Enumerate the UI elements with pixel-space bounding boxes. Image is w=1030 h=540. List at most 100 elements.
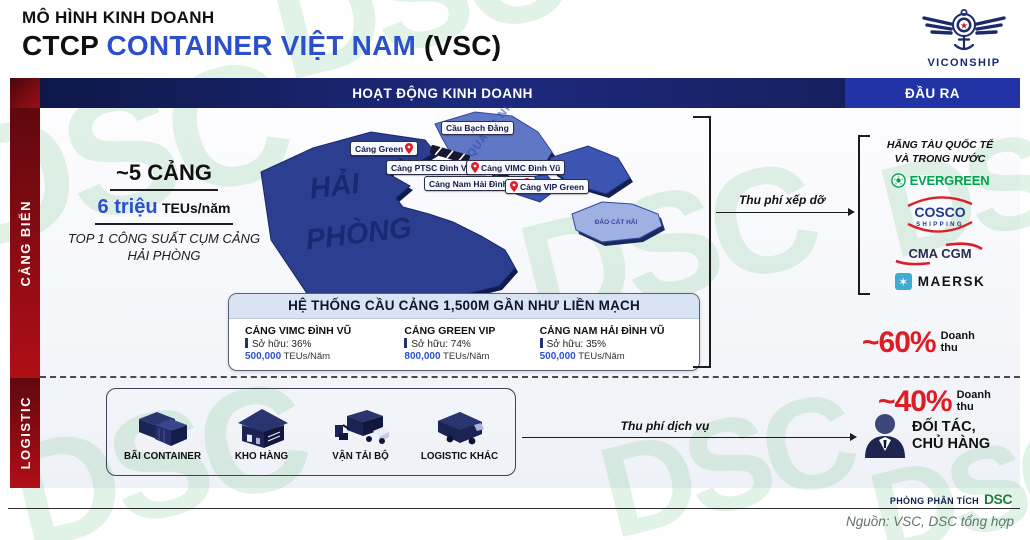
vip-green-label-text: Cảng VIP Green [520, 181, 585, 192]
seaport-stats: ~5 CẢNG 6 triệu TEUs/năm TOP 1 CÔNG SUẤT… [55, 160, 273, 265]
footer-department: PHÒNG PHÂN TÍCH DSC [889, 491, 1013, 507]
stat-capacity-value: 6 triệu [97, 196, 158, 218]
section-band-seaport: CẢNG BIỂN [10, 108, 40, 378]
title-suffix: (VSC) [416, 30, 502, 61]
maersk-logo: ✶ MAERSK [894, 273, 986, 291]
stat-ports: ~5 CẢNG [110, 160, 218, 191]
partner-line1: ĐỐI TÁC, [912, 419, 976, 435]
capacity-unit: TEUs/Năm [575, 351, 625, 362]
map-label-vimc: Cảng VIMC Đình Vũ [466, 160, 566, 175]
port-card-namhai: CẢNG NAM HẢI ĐÌNH VŨ Sở hữu: 35% 500,000… [539, 325, 689, 362]
footer-dept-text: PHÒNG PHÂN TÍCH [889, 496, 979, 506]
header-red-block [10, 78, 40, 108]
map-pin-icon [405, 143, 414, 154]
ownership-text: Sở hữu: 74% [411, 339, 471, 350]
evergreen-emblem-icon [890, 173, 906, 189]
port-capacity: 500,000 TEUs/Năm [540, 351, 689, 362]
port-capacity: 800,000 TEUs/Năm [404, 351, 539, 362]
logistics-band-label: LOGISTIC [17, 396, 33, 470]
customers-title-line2: VÀ TRONG NƯỚC [894, 152, 986, 165]
ownership-text: Sở hữu: 36% [252, 339, 312, 350]
haiphong-map: ĐẢO CÁT HẢI HẢI PHÒNG QUẢNG NINH [260, 106, 665, 304]
berth-box-body: CẢNG VIMC ĐÌNH VŨ Sở hữu: 36% 500,000 TE… [229, 319, 699, 370]
logistics-share-value: ~40% [878, 385, 953, 418]
cosco-logo-text: COSCO [914, 204, 965, 220]
dsc-logo: DSC [983, 491, 1013, 507]
container-yard-icon [138, 411, 187, 446]
partner-line2: CHỦ HÀNG [912, 436, 991, 453]
map-island-label: ĐẢO CÁT HẢI [595, 217, 638, 226]
port-name: CẢNG VIMC ĐÌNH VŨ [245, 325, 352, 337]
section-divider [40, 376, 1020, 378]
logistics-fee-arrowhead [850, 433, 857, 441]
port-ownership: Sở hữu: 74% [404, 338, 539, 350]
port-card-vimc: CẢNG VIMC ĐÌNH VŨ Sở hữu: 36% 500,000 TE… [245, 325, 404, 362]
footer-source: Nguồn: VSC, DSC tổng hợp [846, 514, 1014, 529]
title-prefix: CTCP [22, 30, 107, 61]
warehouse-icon [237, 408, 288, 448]
share-note-line2: thu [956, 400, 974, 413]
section-band-logistics: LOGISTIC [10, 378, 40, 488]
header-bar: HOẠT ĐỘNG KINH DOANH ĐẦU RA [10, 78, 1020, 108]
map-pin-icon [510, 181, 518, 192]
evergreen-logo: EVERGREEN [890, 173, 990, 189]
capacity-value: 800,000 [404, 351, 441, 362]
stat-capacity-unit: TEUs/năm [162, 200, 231, 216]
customers-bracket [858, 135, 870, 295]
ownership-bar [404, 338, 408, 348]
map-region-haiphong-line1: HẢI [308, 166, 363, 206]
logistics-fee-arrow [522, 437, 850, 438]
partner-avatar-icon [865, 414, 905, 458]
namhai-label-text: Cảng Nam Hải Đình Vũ [429, 178, 522, 189]
logistics-item-label: LOGISTIC KHÁC [420, 450, 499, 462]
slide-title: CTCP CONTAINER VIỆT NAM (VSC) [22, 30, 501, 62]
port-name: CẢNG NAM HẢI ĐÌNH VŨ [539, 325, 665, 337]
footer-rule [8, 508, 1020, 509]
cma-cgm-logo: CMA CGM [895, 242, 983, 266]
svg-text:★: ★ [960, 21, 968, 31]
port-name: CẢNG GREEN VIP [404, 325, 496, 337]
maersk-star-icon: ✶ [894, 273, 912, 291]
seaport-band-label: CẢNG BIỂN [17, 199, 33, 287]
port-card-green-vip: CẢNG GREEN VIP Sở hữu: 74% 800,000 TEUs/… [404, 325, 539, 362]
van-icon [437, 411, 484, 444]
logistics-item-other: LOGISTIC KHÁC [412, 403, 508, 462]
port-ownership: Sở hữu: 36% [245, 338, 404, 350]
stat-capacity: 6 triệu TEUs/năm [94, 196, 234, 225]
title-block: MÔ HÌNH KINH DOANH CTCP CONTAINER VIỆT N… [22, 8, 501, 62]
capacity-value: 500,000 [245, 351, 282, 362]
logistics-item-label: VẬN TẢI BỘ [332, 450, 389, 462]
share-note-line2: thu [940, 341, 958, 354]
seaport-bracket [693, 116, 711, 368]
ptsc-label-text: Cảng PTSC Đình Vũ [391, 162, 472, 173]
map-label-cang-green: Cảng Green [350, 141, 419, 156]
header-output: ĐẦU RA [845, 78, 1020, 108]
viconship-logo: ★ VICONSHIP [912, 6, 1016, 69]
capacity-unit: TEUs/Năm [440, 351, 490, 362]
evergreen-logo-text: EVERGREEN [909, 173, 990, 189]
map-label-bridge: Cầu Bạch Đằng [441, 121, 514, 135]
header-business-activities: HOẠT ĐỘNG KINH DOANH [40, 78, 845, 108]
maersk-logo-text: MAERSK [917, 274, 986, 290]
capacity-unit: TEUs/Năm [281, 351, 331, 362]
share-note-line1: Doanh [940, 330, 975, 342]
cang-green-label-text: Cảng Green [355, 143, 404, 154]
viconship-emblem-icon: ★ [922, 9, 1006, 51]
logistics-services-box: BÃI CONTAINER KHO HÀNG [106, 388, 516, 476]
logistics-item-warehouse: KHO HÀNG [214, 403, 310, 462]
berth-box-title: HỆ THỐNG CẦU CẢNG 1,500M GẦN NHƯ LIỀN MẠ… [229, 294, 699, 319]
cma-cgm-logo-text: CMA CGM [908, 246, 971, 261]
logistics-item-label: KHO HÀNG [234, 450, 289, 462]
partner-text: ĐỐI TÁC,CHỦ HÀNG [912, 419, 990, 453]
seaport-fee-arrowhead [848, 208, 855, 216]
logistics-item-road-transport: VẬN TẢI BỘ [313, 403, 409, 462]
slide-subtitle: MÔ HÌNH KINH DOANH [22, 8, 215, 27]
